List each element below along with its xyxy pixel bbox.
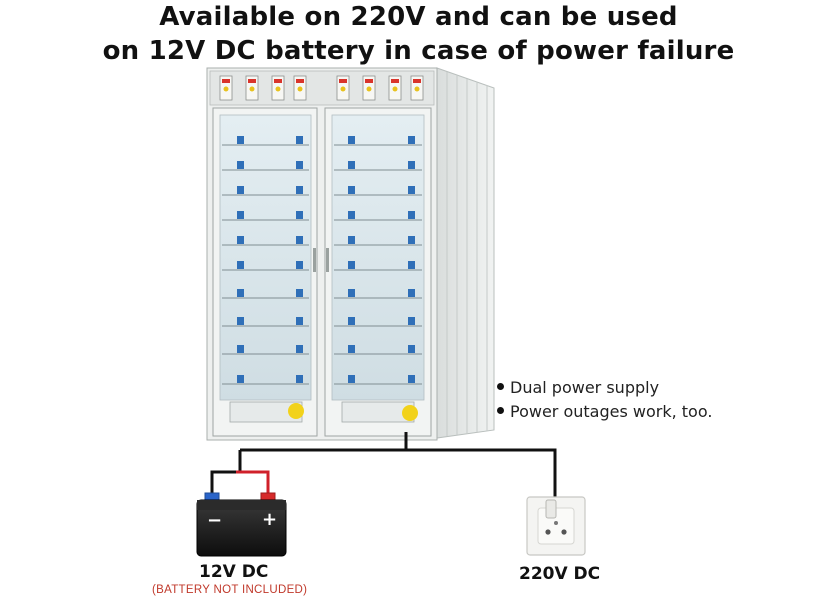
outlet-label: 220V DC [519, 564, 601, 584]
bullet-icon [497, 407, 504, 414]
egg-trays-left [222, 144, 309, 385]
headline-line-1: Available on 220V and can be used [159, 2, 678, 32]
battery-icon [196, 492, 287, 557]
headline-line-2: on 12V DC battery in case of power failu… [102, 36, 735, 66]
power-wiring [210, 432, 557, 500]
control-displays [219, 75, 424, 101]
incubator-cabinet [206, 67, 495, 441]
bullet-icon [497, 383, 504, 390]
battery-note: (BATTERY NOT INCLUDED) [152, 584, 308, 596]
feature-power-outage: Power outages work, too. [497, 402, 712, 421]
wall-outlet-icon [526, 496, 586, 556]
battery-minus-symbol: − [207, 510, 223, 531]
battery-label: 12V DC [199, 562, 269, 582]
egg-trays-right [334, 144, 422, 385]
feature-dual-power: Dual power supply [497, 378, 659, 397]
battery-plus-symbol: + [262, 509, 278, 530]
